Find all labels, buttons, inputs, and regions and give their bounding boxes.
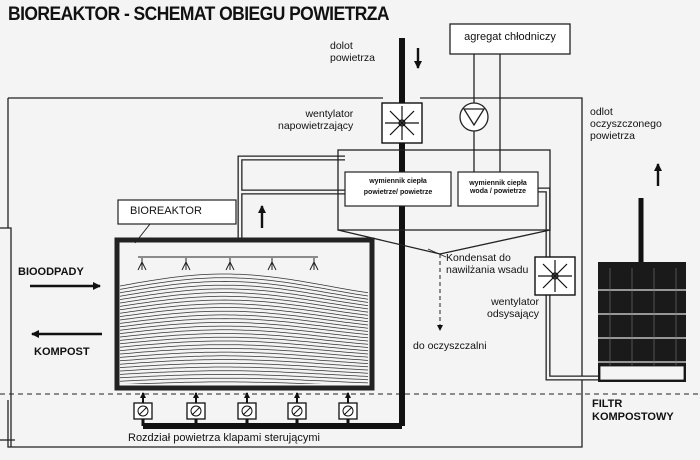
compost-layer [120,318,368,332]
compost-layer [120,333,368,345]
compost-layer [120,307,368,323]
compost-layer [120,295,368,313]
compost-layer [120,292,368,310]
compost-layer [120,325,368,339]
compost-layer [120,348,368,358]
compost-layer [120,370,368,377]
exhaust-outlet-label: odlot oczyszczonego powietrza [590,106,662,143]
to-treatment-label: do oczyszczalni [413,340,487,352]
bioreactor-label: BIOREAKTOR [130,205,202,217]
compost-layer [120,336,368,348]
arrow-icon [140,392,351,403]
heat-exchanger-water-label: wymiennik ciepła woda / powietrze [469,180,527,196]
compost-layer [120,377,368,384]
diagram-title: BIOREAKTOR - SCHEMAT OBIEGU POWIETRZA [8,4,390,25]
compost-label: KOMPOST [34,346,90,358]
compost-layer [120,284,368,303]
compost-filter-label: FILTR KOMPOSTOWY [592,398,674,423]
compost-layer [120,303,368,319]
compost-layer [120,359,368,368]
exhaust-fan-label: wentylator odsysający [487,296,539,321]
air-distribution-label: Rozdział powietrza klapami sterującymi [128,432,320,444]
compost-layer [120,281,368,300]
bioreactor-tank [114,237,375,391]
compost-layer [120,351,368,361]
damper-blade [137,405,354,417]
pump-icon [459,102,489,132]
fan-icon [381,102,423,144]
heat-exchanger-water-air [457,171,539,207]
compost-layer [120,374,368,381]
compost-layer [120,288,368,306]
compost-layer [120,329,368,342]
compost-layer [120,344,368,355]
compost-layer [120,362,368,371]
supply-fan-label: wentylator napowietrzający [278,108,354,133]
biowaste-label: BIOODPADY [18,266,84,278]
compost-layer [120,273,368,294]
bioreactor-callout [117,199,237,244]
compost-layer [120,314,368,329]
compost-layer [125,381,322,384]
condensate-label: Kondensat do nawilżania wsadu [446,252,529,277]
heat-exchanger-air-label: wymiennik ciepła powietrze/ powietrze [363,178,433,197]
heat-exchanger-air-air [344,171,452,207]
chiller-circuit [449,23,571,172]
compost-layer [120,277,368,297]
inlet-label: dolot powietrza [330,40,375,65]
enclosure-frame [0,97,583,448]
fan-icon [534,256,576,296]
chiller-label: agregat chłodniczy [464,31,556,43]
damper-icon [133,402,358,420]
compost-layer [120,299,368,316]
compost-layer [120,340,368,352]
compost-layer [120,322,368,335]
arrow-icon [30,48,662,338]
compost-layer [120,310,368,326]
compost-layer [120,366,368,374]
compost-filter [598,262,686,382]
spray-nozzle-icon [137,256,319,271]
compost-layer [120,355,368,364]
condensate-leader [427,248,447,258]
